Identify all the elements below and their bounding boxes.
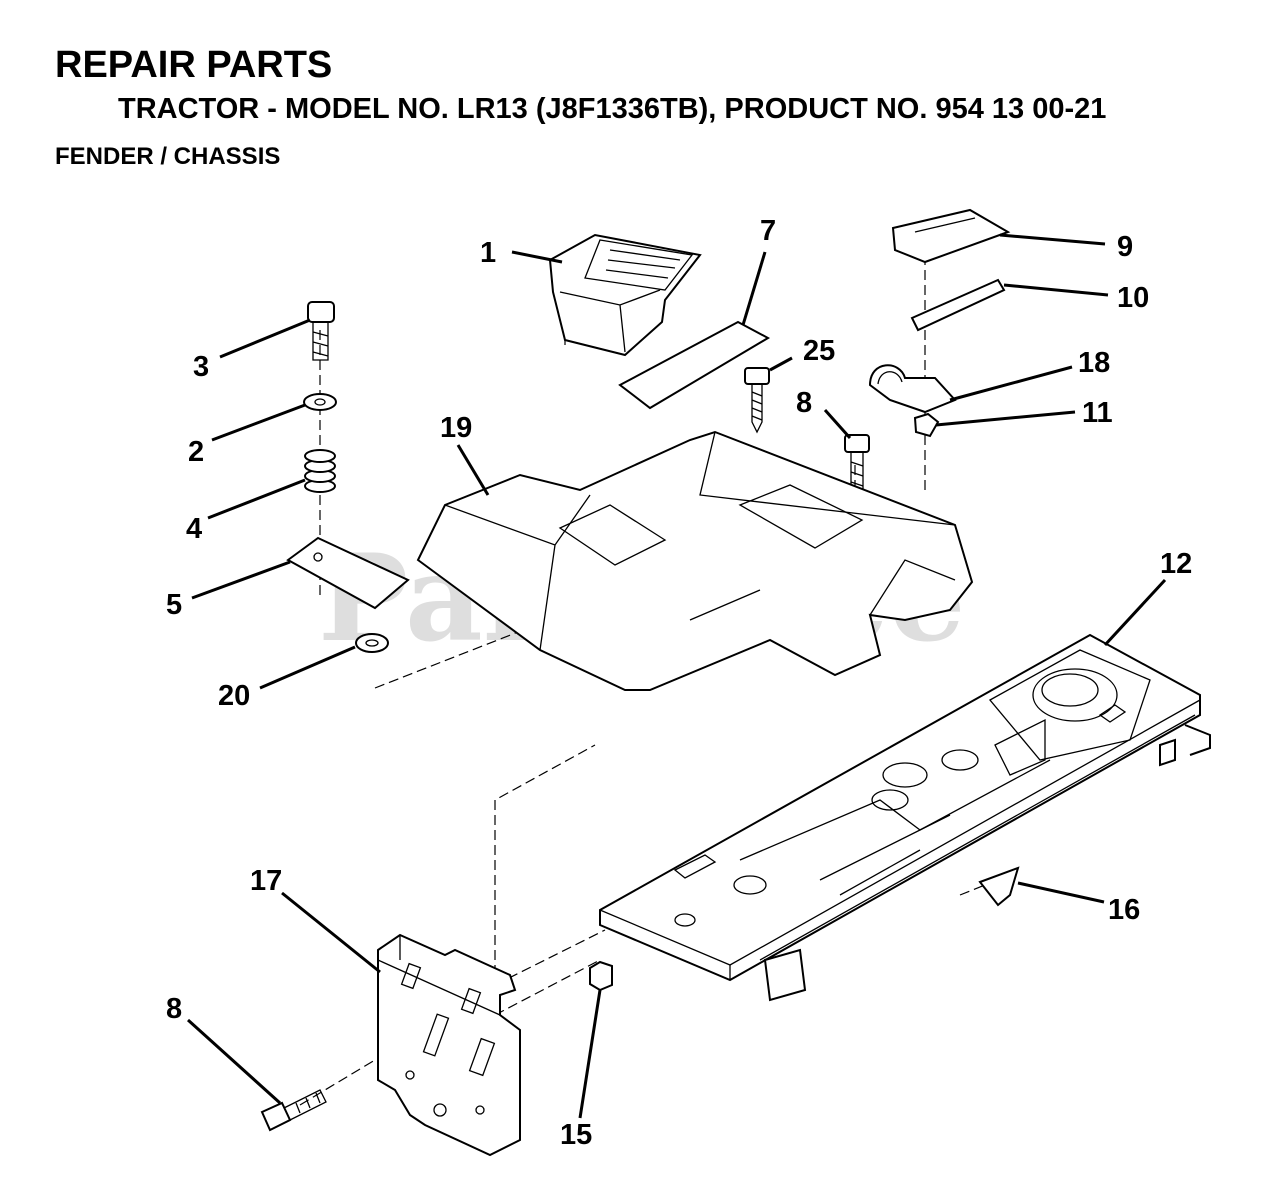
callout-7: 7 xyxy=(760,215,776,247)
part-bolt-8-lower[interactable] xyxy=(260,1089,327,1132)
callout-3: 3 xyxy=(193,351,209,383)
model-subtitle: TRACTOR - MODEL NO. LR13 (J8F1336TB), PR… xyxy=(118,93,1107,125)
part-washer-2[interactable] xyxy=(303,393,337,411)
callout-4: 4 xyxy=(186,513,202,545)
part-nut-11[interactable] xyxy=(913,412,940,438)
part-seat-plate[interactable] xyxy=(910,278,1006,332)
part-clamp[interactable] xyxy=(868,364,957,414)
part-bolt-8-upper[interactable] xyxy=(844,434,870,491)
part-bracket-plate[interactable] xyxy=(377,933,521,1157)
callout-8-upper: 8 xyxy=(796,387,812,419)
part-seat-bracket[interactable] xyxy=(891,208,1011,264)
part-chassis-frame[interactable] xyxy=(599,633,1211,1002)
callout-5: 5 xyxy=(166,589,182,621)
part-plate-5[interactable] xyxy=(286,536,410,610)
callout-18: 18 xyxy=(1078,347,1110,379)
section-title: FENDER / CHASSIS xyxy=(55,143,281,170)
callout-8-lower: 8 xyxy=(166,993,182,1025)
callout-16: 16 xyxy=(1108,894,1140,926)
callout-labels: 1 7 9 10 3 25 18 2 8 11 19 4 5 12 20 17 … xyxy=(166,215,1192,1151)
part-spring-4[interactable] xyxy=(304,449,336,493)
part-bolt-3[interactable] xyxy=(307,301,335,361)
callout-11: 11 xyxy=(1082,397,1113,429)
callout-15: 15 xyxy=(560,1119,592,1151)
callout-10: 10 xyxy=(1117,282,1149,314)
page-title: REPAIR PARTS xyxy=(55,44,333,86)
part-clip-16[interactable] xyxy=(978,866,1020,907)
callout-2: 2 xyxy=(188,436,204,468)
part-nut-15[interactable] xyxy=(589,960,613,992)
callout-20: 20 xyxy=(218,680,250,712)
part-toolbox[interactable] xyxy=(548,233,702,357)
part-fender[interactable] xyxy=(416,430,974,691)
part-decal[interactable] xyxy=(618,320,771,410)
callout-9: 9 xyxy=(1117,231,1133,263)
callout-19: 19 xyxy=(440,412,472,444)
part-screw-25[interactable] xyxy=(744,367,770,434)
callout-1: 1 xyxy=(480,237,496,269)
callout-25: 25 xyxy=(803,335,835,367)
callout-17: 17 xyxy=(250,865,282,897)
part-washer-20[interactable] xyxy=(355,633,389,653)
callout-12: 12 xyxy=(1160,548,1192,580)
leader-lines xyxy=(186,233,1167,1119)
